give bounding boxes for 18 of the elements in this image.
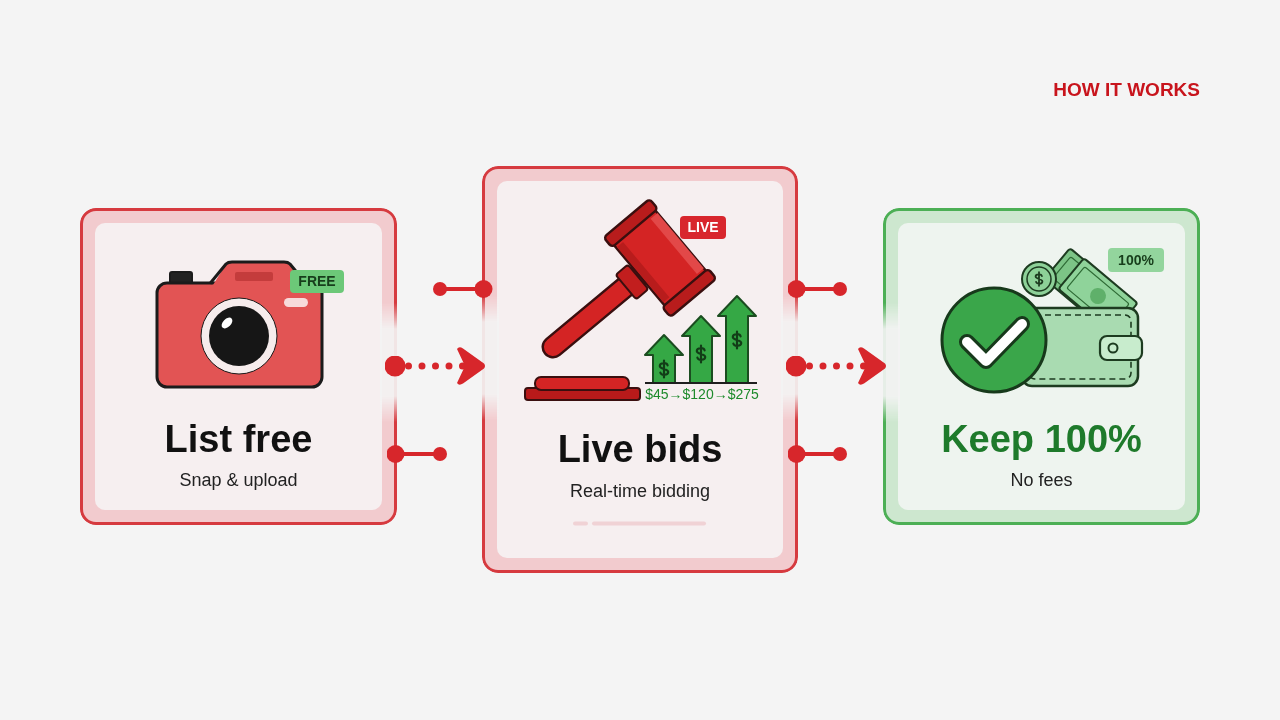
step-subtitle: No fees: [1009, 469, 1074, 491]
page-title: HOW IT WORKS: [1053, 79, 1200, 101]
connector-line: [787, 445, 847, 463]
step-title: Keep 100%: [940, 417, 1143, 461]
step-title: Live bids: [556, 427, 724, 471]
step-title: List free: [163, 417, 314, 461]
step-card: [883, 208, 1200, 525]
step-card: [482, 166, 798, 573]
connector-line: [787, 280, 847, 298]
price-sequence-text: $45→$120→$275: [644, 386, 760, 402]
status-tag: 100%: [1108, 248, 1164, 272]
connector-line: [386, 445, 447, 463]
step-card: [80, 208, 397, 525]
status-tag: FREE: [290, 270, 344, 293]
connector-line: [433, 280, 493, 298]
step-subtitle: Real-time bidding: [568, 480, 712, 502]
status-tag: LIVE: [680, 216, 726, 239]
step-subtitle: Snap & upload: [178, 469, 299, 491]
